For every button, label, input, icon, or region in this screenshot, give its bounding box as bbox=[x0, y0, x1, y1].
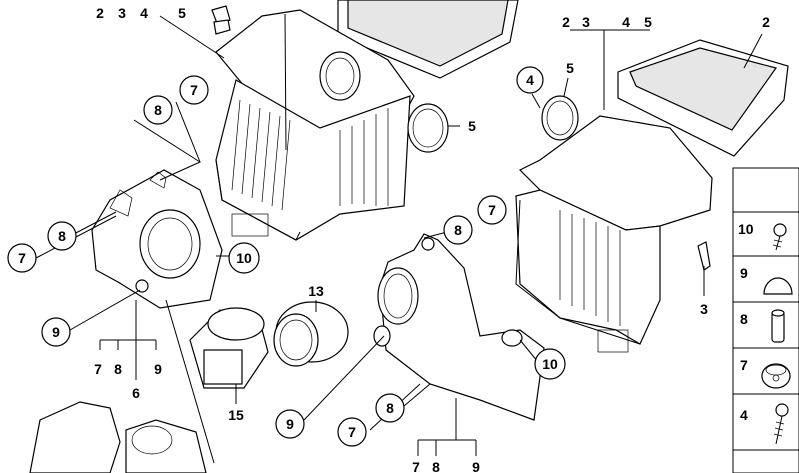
callout-label: 9 bbox=[52, 324, 60, 340]
intake-silencer-housing-right bbox=[515, 115, 713, 353]
grommet-icon bbox=[761, 363, 791, 389]
part-label: 9 bbox=[472, 459, 480, 473]
legend-label: 8 bbox=[740, 311, 748, 327]
part-label: 7 bbox=[94, 361, 102, 377]
callout: 7 bbox=[179, 75, 209, 105]
screw-icon bbox=[772, 223, 787, 251]
callout-label: 7 bbox=[348, 424, 356, 440]
callout: 7 bbox=[337, 417, 367, 447]
part-label: 3 bbox=[582, 14, 590, 30]
legend-label: 4 bbox=[740, 407, 748, 423]
callout: 10 bbox=[534, 348, 566, 380]
part-label: 5 bbox=[178, 5, 186, 21]
air-filter-element-right bbox=[617, 39, 789, 157]
part-label: 2 bbox=[762, 14, 770, 30]
callout: 10 bbox=[228, 242, 260, 274]
part-label: 15 bbox=[228, 407, 244, 423]
legend-row: 4 bbox=[740, 403, 789, 445]
part-label: 8 bbox=[432, 459, 440, 473]
small-parts-legend: 10 9 8 7 bbox=[732, 167, 799, 473]
part-label: 8 bbox=[114, 361, 122, 377]
callout: 8 bbox=[375, 393, 405, 423]
part-label: 2 bbox=[96, 5, 104, 21]
legend-row: 9 bbox=[740, 265, 793, 295]
part-label: 4 bbox=[140, 5, 148, 21]
callout: 4 bbox=[516, 66, 544, 94]
part-label: 6 bbox=[132, 385, 140, 401]
callout-label: 8 bbox=[58, 228, 66, 244]
intake-duct-15 bbox=[189, 307, 269, 389]
air-duct-housing-center bbox=[373, 233, 545, 421]
clip-top-left bbox=[211, 5, 231, 35]
part-label: 13 bbox=[308, 283, 324, 299]
part-label: 9 bbox=[154, 361, 162, 377]
callout-label: 10 bbox=[542, 356, 558, 372]
callout-label: 7 bbox=[18, 250, 26, 266]
callout: 7 bbox=[7, 243, 37, 273]
sealing-ring-right bbox=[541, 95, 579, 141]
part-label: 3 bbox=[700, 301, 708, 317]
callout: 8 bbox=[443, 215, 473, 245]
air-filter-element-top bbox=[337, 0, 519, 79]
part-label: 5 bbox=[644, 14, 652, 30]
part-label: 5 bbox=[566, 60, 574, 76]
intake-silencer-housing-left bbox=[215, 9, 415, 241]
legend-label: 9 bbox=[740, 265, 748, 281]
intake-duct-13 bbox=[273, 301, 349, 367]
part-label: 7 bbox=[412, 459, 420, 473]
part-label: 4 bbox=[622, 14, 630, 30]
callout: 8 bbox=[143, 95, 173, 125]
sealing-ring-left bbox=[407, 103, 449, 153]
sleeve-icon bbox=[771, 309, 785, 343]
legend-row: 7 bbox=[740, 357, 791, 389]
legend-row: 8 bbox=[740, 309, 785, 343]
part-label: 5 bbox=[468, 118, 476, 134]
callout-label: 10 bbox=[236, 250, 252, 266]
callout-label: 8 bbox=[454, 222, 462, 238]
legend-row: 10 bbox=[738, 221, 787, 251]
air-duct-bottom-left bbox=[29, 401, 207, 473]
screw-icon bbox=[773, 403, 789, 445]
clip-right bbox=[697, 241, 711, 271]
part-label: 2 bbox=[562, 14, 570, 30]
part-label: 3 bbox=[118, 5, 126, 21]
callout: 9 bbox=[41, 317, 71, 347]
leader-lines bbox=[35, 13, 763, 464]
callout-label: 7 bbox=[190, 82, 198, 98]
callout: 7 bbox=[477, 195, 507, 225]
callout: 8 bbox=[47, 221, 77, 251]
callout-label: 8 bbox=[154, 102, 162, 118]
callout-label: 7 bbox=[488, 202, 496, 218]
legend-label: 10 bbox=[738, 221, 754, 237]
callout: 9 bbox=[275, 409, 305, 439]
air-duct-housing-left bbox=[91, 169, 223, 309]
legend-label: 7 bbox=[740, 357, 748, 373]
callout-label: 9 bbox=[286, 416, 294, 432]
callout-label: 8 bbox=[386, 400, 394, 416]
rubber-cap-icon bbox=[763, 277, 793, 295]
callout-label: 4 bbox=[526, 72, 534, 88]
